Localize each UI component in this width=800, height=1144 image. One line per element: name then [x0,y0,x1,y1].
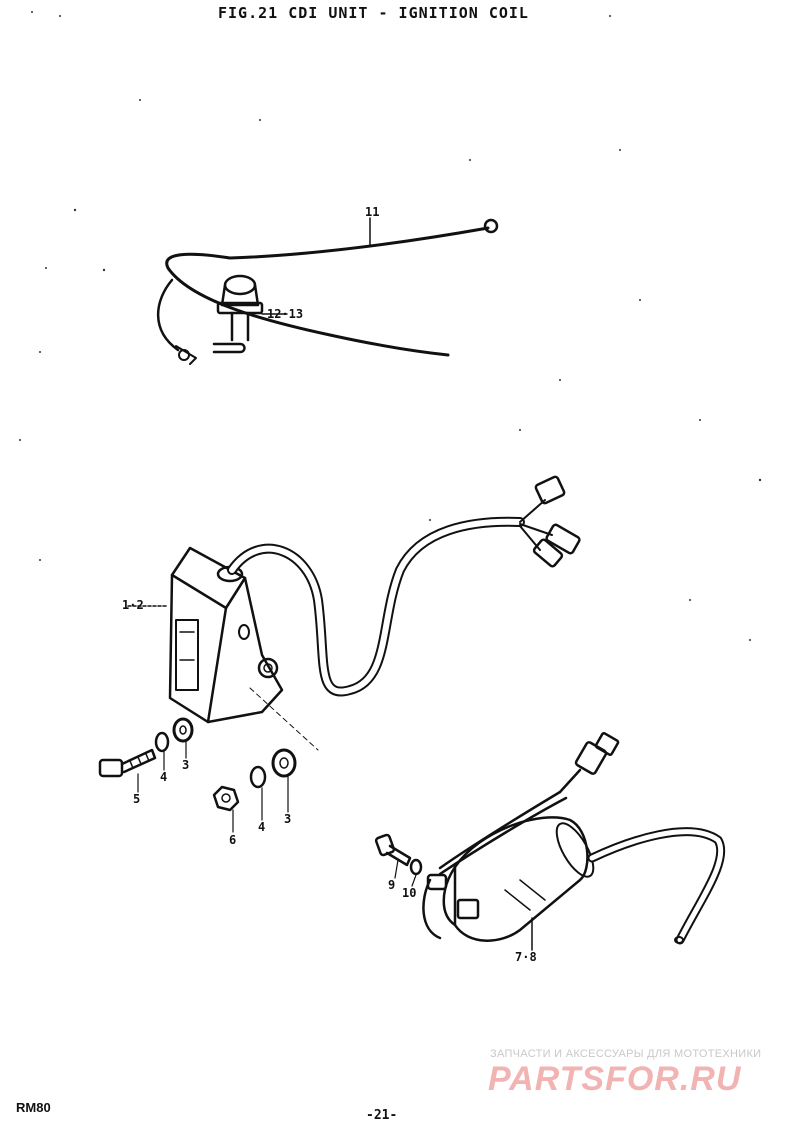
washer-part-3-lower [271,748,297,778]
lock-washer-part-4-lower [249,765,267,789]
washer-part-3-upper [172,717,194,743]
washer-part-10 [409,858,423,876]
stop-switch-part-12-13 [212,274,288,354]
label-part-9: 9 [388,878,396,892]
label-part-6: 6 [229,833,237,847]
label-part-3-lower: 3 [284,812,292,826]
watermark-logo: PARTSFOR.RU [488,1060,742,1098]
figure-title: FIG.21 CDI UNIT - IGNITION COIL [218,4,529,22]
nut-part-6 [212,785,240,812]
label-part-12-13: 12·13 [267,307,304,321]
lock-washer-part-4-upper [154,731,170,753]
scan-noise [19,11,762,641]
label-part-5: 5 [133,792,141,806]
cdi-unit-part-1-2 [127,546,319,751]
model-code: RM80 [16,1100,51,1115]
cdi-cable-with-connectors [227,475,581,697]
label-part-10: 10 [402,886,417,900]
label-part-4-lower: 4 [258,820,266,834]
bolt-part-9 [374,833,412,867]
bolt-part-5 [98,748,157,778]
label-part-1-2: 1·2 [122,598,144,612]
watermark-tagline: ЗАПЧАСТИ И АКСЕССУАРЫ ДЛЯ МОТОТЕХНИКИ [490,1048,762,1060]
label-part-4-upper: 4 [160,770,168,784]
ignition-coil-part-7-8 [422,732,726,951]
label-part-7-8: 7·8 [515,950,537,964]
ground-wire-part-11 [156,217,499,365]
label-part-3-upper: 3 [182,758,190,772]
label-part-11: 11 [365,205,380,219]
page-number: -21- [366,1108,398,1123]
